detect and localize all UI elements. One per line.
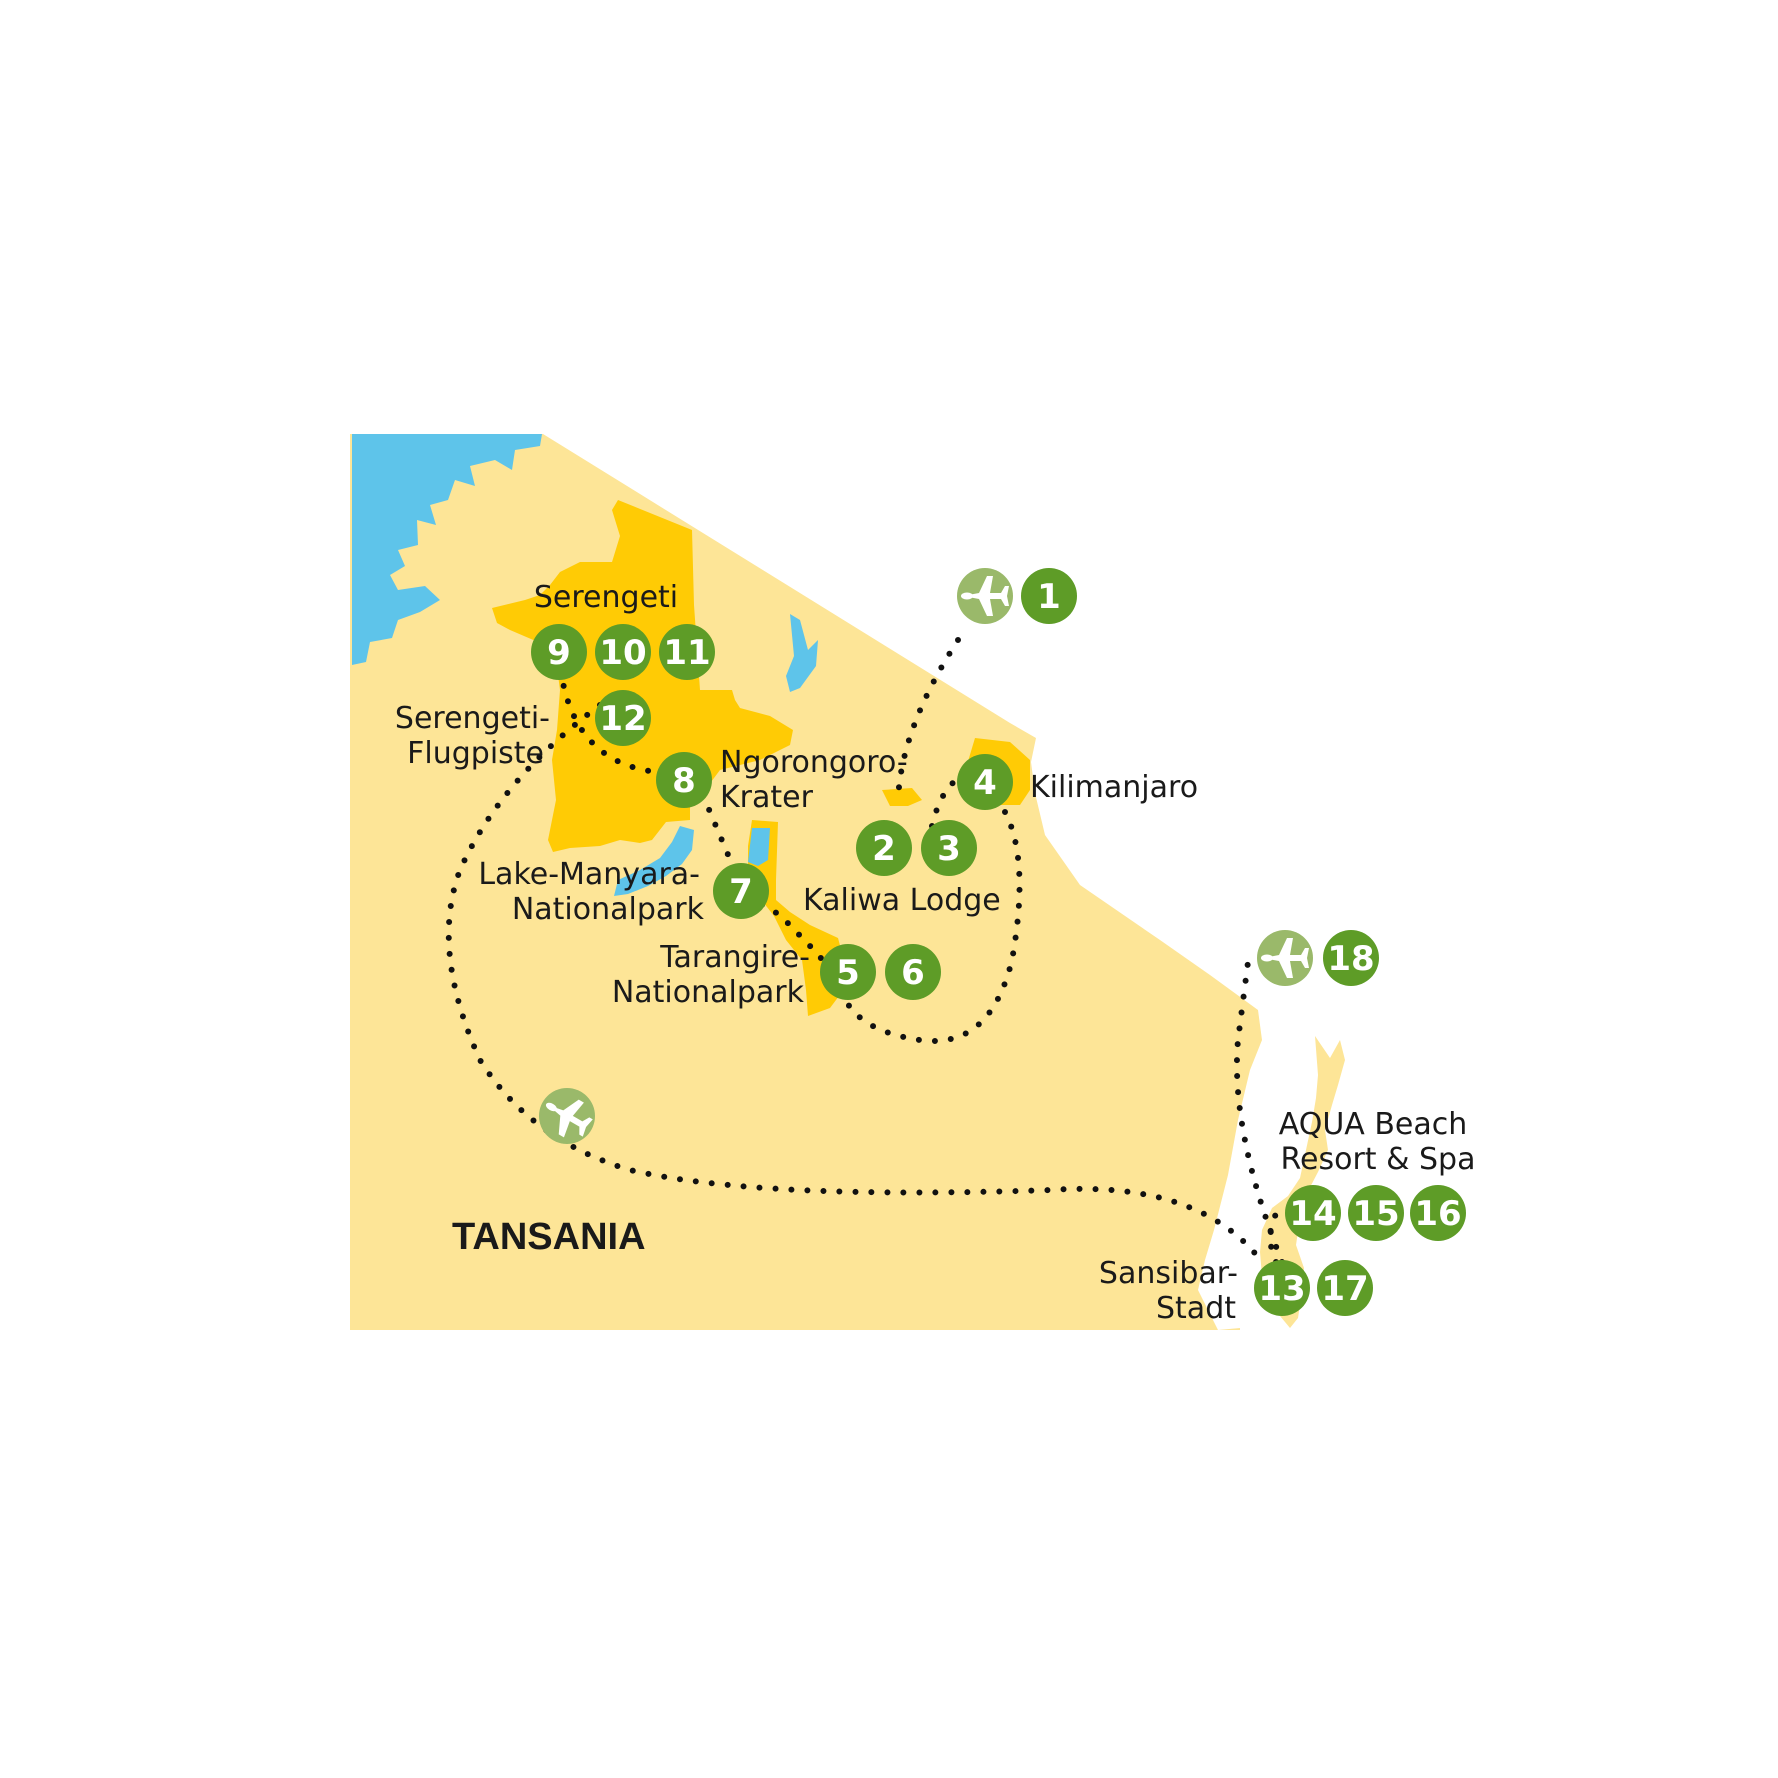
stop-marker-2: 2 — [856, 820, 912, 876]
stop-marker-13: 13 — [1254, 1260, 1310, 1316]
stop-marker-17: 17 — [1317, 1260, 1373, 1316]
route-tarangire-ngorongoro — [702, 797, 845, 985]
svg-text:18: 18 — [1327, 939, 1374, 979]
label-tarangire-line1: Tarangire- — [659, 940, 810, 975]
label-aqua-beach-line2: Resort & Spa — [1281, 1142, 1476, 1177]
stop-marker-15: 15 — [1348, 1185, 1404, 1241]
svg-text:17: 17 — [1321, 1269, 1368, 1309]
label-serengeti-airstrip-line1: Serengeti- — [395, 701, 550, 736]
svg-text:7: 7 — [729, 872, 753, 912]
label-tarangire-line2: Nationalpark — [612, 975, 805, 1010]
route-arrival — [895, 637, 961, 805]
stop-marker-10: 10 — [595, 624, 651, 680]
lake-natron — [786, 614, 818, 692]
svg-text:4: 4 — [973, 763, 997, 803]
svg-text:11: 11 — [663, 633, 710, 673]
label-country: TANSANIA — [452, 1216, 646, 1258]
label-zanzibar-town-line2: Stadt — [1156, 1291, 1236, 1326]
label-ngorongoro-line2: Krater — [720, 780, 814, 815]
stop-marker-5: 5 — [820, 944, 876, 1000]
travel-route — [445, 637, 1285, 1265]
svg-text:8: 8 — [672, 761, 696, 801]
stop-marker-12: 12 — [595, 690, 651, 746]
arusha-park — [882, 788, 922, 806]
label-kilimanjaro: Kilimanjaro — [1030, 770, 1198, 805]
stop-marker-1: 1 — [1021, 568, 1077, 624]
svg-text:2: 2 — [872, 829, 896, 869]
label-serengeti: Serengeti — [534, 580, 678, 615]
svg-text:5: 5 — [836, 953, 860, 993]
stop-marker-9: 9 — [531, 624, 587, 680]
stop-marker-4: 4 — [957, 754, 1013, 810]
svg-text:9: 9 — [547, 633, 571, 673]
stop-markers: 1 2 3 4 5 6 7 8 9 10 11 12 13 14 15 16 1… — [531, 568, 1466, 1316]
svg-text:16: 16 — [1414, 1194, 1461, 1234]
zanzibar-island — [1260, 1036, 1345, 1328]
lake-victoria — [352, 434, 542, 665]
label-kaliwa-lodge: Kaliwa Lodge — [803, 883, 1001, 918]
serengeti-north — [518, 596, 566, 612]
stop-marker-7: 7 — [713, 863, 769, 919]
serengeti-park — [492, 500, 793, 852]
svg-text:10: 10 — [599, 633, 646, 673]
svg-text:1: 1 — [1037, 577, 1061, 617]
route-kili-loop — [929, 767, 988, 829]
label-aqua-beach-line1: AQUA Beach — [1279, 1107, 1468, 1142]
svg-text:13: 13 — [1258, 1269, 1305, 1309]
svg-text:12: 12 — [599, 699, 646, 739]
plane-marker-departure — [1257, 930, 1313, 986]
plane-marker-domestic — [536, 1086, 598, 1146]
label-lake-manyara-line2: Nationalpark — [512, 892, 705, 927]
svg-text:3: 3 — [937, 829, 961, 869]
label-serengeti-airstrip-line2: Flugpiste — [407, 736, 544, 771]
stop-marker-8: 8 — [656, 752, 712, 808]
stop-marker-14: 14 — [1285, 1185, 1341, 1241]
stop-marker-18: 18 — [1323, 930, 1379, 986]
route-airstrip-zanzibar — [445, 702, 1265, 1265]
label-lake-manyara-line1: Lake-Manyara- — [478, 857, 700, 892]
route-ngorongoro-serengeti — [559, 675, 683, 777]
label-ngorongoro-line1: Ngorongoro- — [720, 745, 908, 780]
stop-marker-11: 11 — [659, 624, 715, 680]
plane-marker-arrival — [957, 568, 1013, 624]
svg-text:14: 14 — [1289, 1194, 1336, 1234]
stop-marker-6: 6 — [885, 944, 941, 1000]
svg-text:15: 15 — [1352, 1194, 1399, 1234]
place-labels: Serengeti Serengeti- Flugpiste Ngorongor… — [395, 580, 1476, 1326]
label-zanzibar-town-line1: Sansibar- — [1099, 1256, 1238, 1291]
svg-text:6: 6 — [901, 953, 925, 993]
stop-marker-3: 3 — [921, 820, 977, 876]
stop-marker-16: 16 — [1410, 1185, 1466, 1241]
lake-burunge — [748, 828, 770, 866]
lake-manyara — [614, 826, 694, 896]
route-zanzibar-loop — [1267, 1202, 1285, 1265]
